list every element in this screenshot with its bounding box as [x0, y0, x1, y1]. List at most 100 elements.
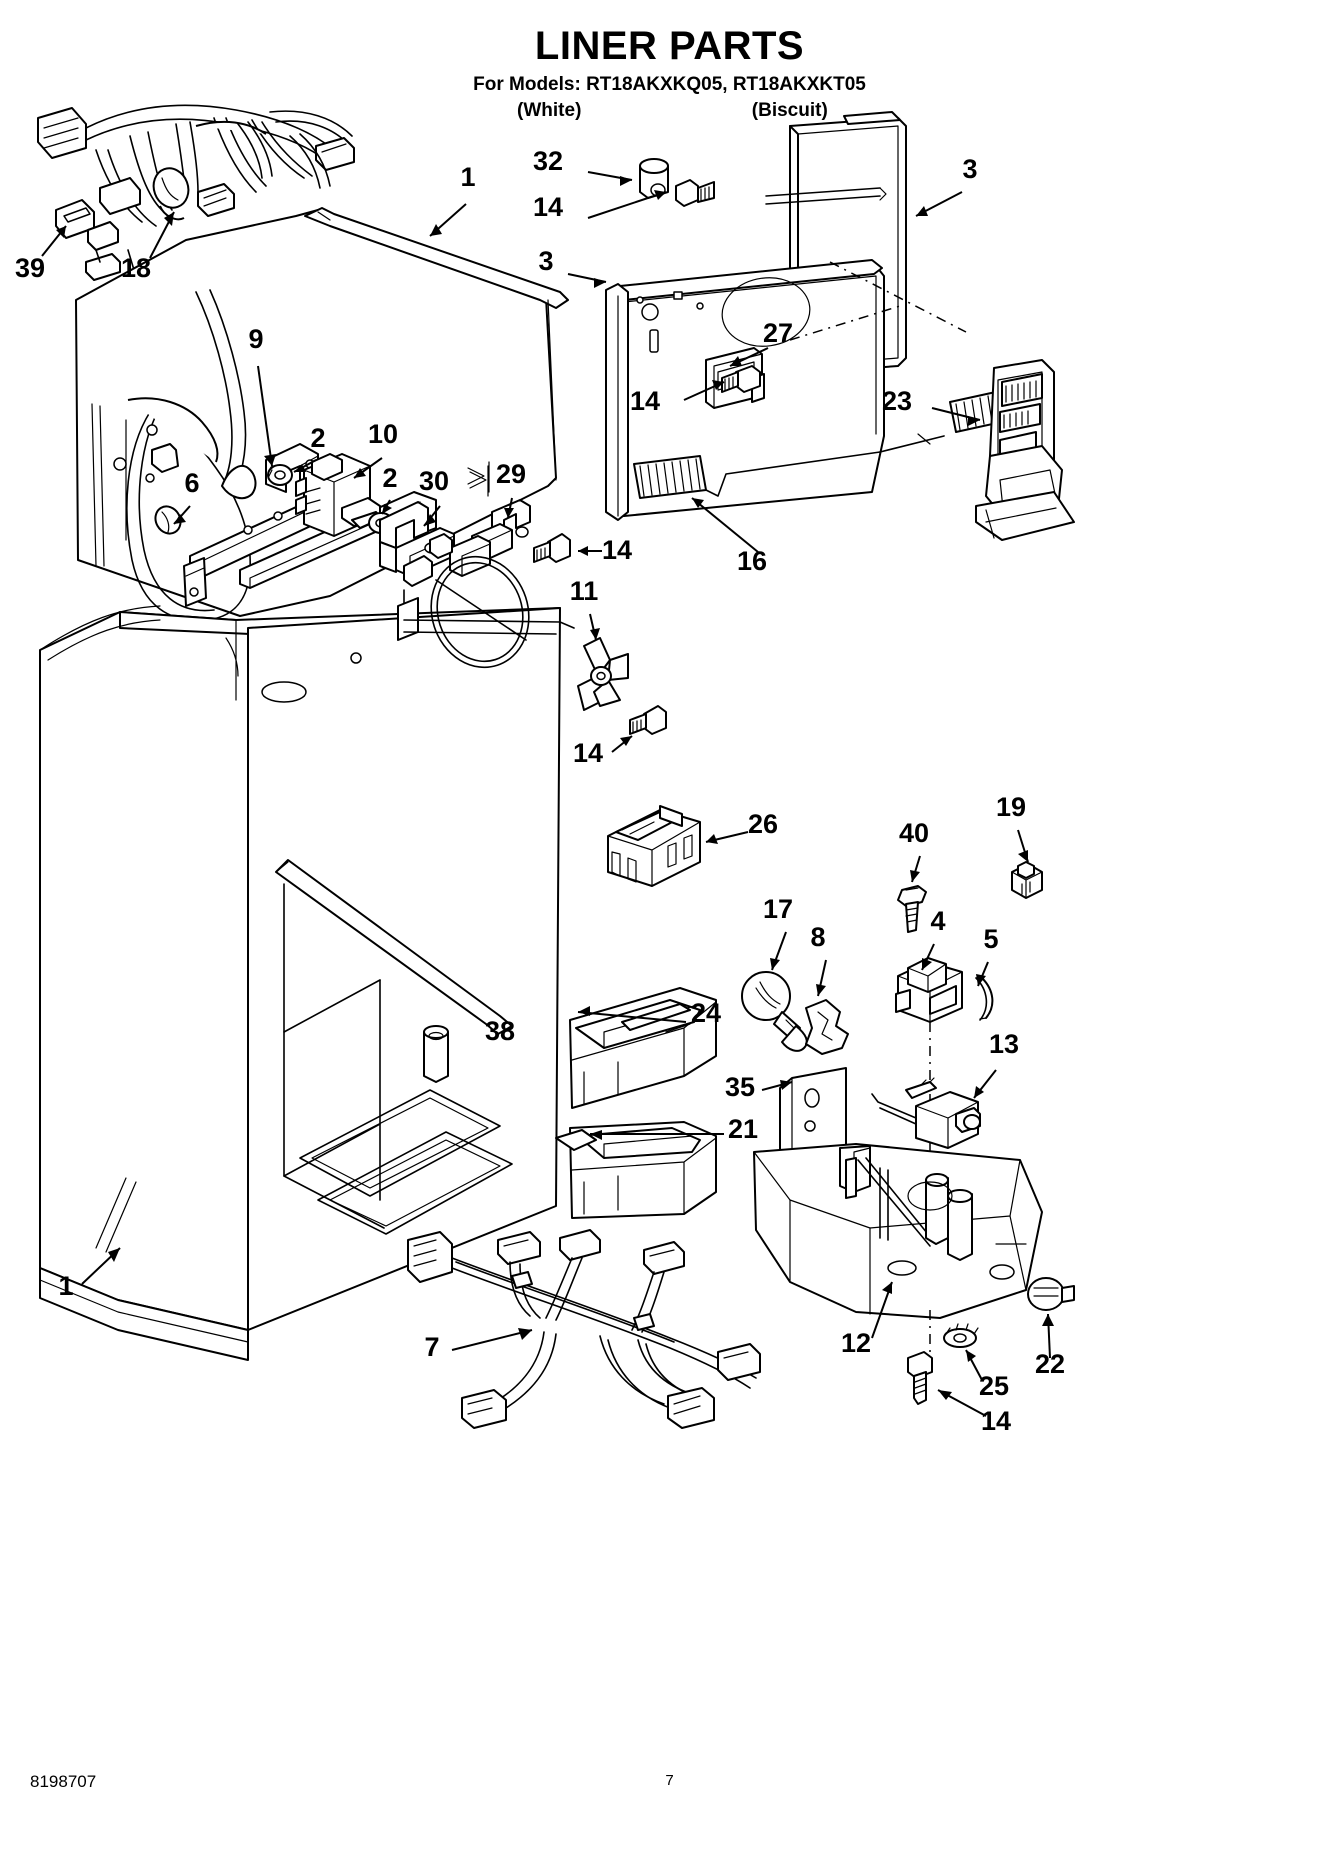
- callout-3-right: 3: [962, 154, 977, 184]
- part-door-liner-gasket-left: [605, 283, 629, 521]
- callout-6: 6: [184, 468, 199, 498]
- part-screw-14c: [533, 533, 571, 563]
- callout-7: 7: [424, 1332, 439, 1362]
- callout-leader-14d: [611, 735, 633, 753]
- callout-leader-39: [41, 225, 67, 257]
- callout-leader-11: [589, 613, 600, 641]
- part-screw-14d: [629, 705, 667, 735]
- callout-leader-2b: [381, 499, 392, 515]
- callout-16: 16: [737, 546, 767, 576]
- callout-leader-35: [761, 1080, 793, 1091]
- callout-leader-12: [871, 1281, 893, 1339]
- callout-leader-3-right: [915, 191, 963, 217]
- callout-5: 5: [983, 924, 998, 954]
- callout-leader-40: [910, 855, 921, 883]
- callout-14-a: 14: [533, 192, 563, 222]
- callout-leader-14e: [937, 1389, 987, 1417]
- part-fan-blade: [577, 637, 629, 711]
- callout-1-bottom: 1: [58, 1271, 73, 1301]
- callout-1-top: 1: [460, 162, 475, 192]
- callout-38: 38: [485, 1016, 515, 1046]
- callout-leader-14b: [683, 380, 725, 401]
- callout-25: 25: [979, 1371, 1009, 1401]
- callout-10: 10: [368, 419, 398, 449]
- part-clip-19: [1011, 861, 1043, 899]
- part-shelf-support-upper: [569, 987, 717, 1109]
- callout-leader-30: [423, 505, 441, 527]
- part-terminal-block: [607, 805, 701, 887]
- callout-14-d: 14: [573, 738, 603, 768]
- callout-leader-6: [173, 505, 191, 525]
- callout-9: 9: [248, 324, 263, 354]
- callout-11: 11: [570, 576, 599, 606]
- callout-18: 18: [121, 253, 151, 283]
- callout-leader-2a: [293, 459, 317, 473]
- arrow-marker-29a: [469, 471, 487, 489]
- part-hex-head-screw: [897, 885, 927, 933]
- part-spacer-bushing: [423, 1025, 449, 1083]
- callout-22: 22: [1035, 1349, 1065, 1379]
- callout-leader-24: [577, 1006, 687, 1023]
- callout-8: 8: [810, 922, 825, 952]
- callout-23: 23: [882, 386, 912, 416]
- callout-3-left: 3: [538, 246, 553, 276]
- callout-13: 13: [989, 1029, 1019, 1059]
- callout-leader-9: [257, 365, 276, 467]
- callout-19: 19: [996, 792, 1026, 822]
- callout-leader-1-top: [429, 203, 467, 237]
- callout-12: 12: [841, 1328, 871, 1358]
- callout-leader-17: [770, 931, 787, 971]
- part-retainer-washer: [943, 1323, 979, 1348]
- callout-leader-18: [149, 211, 175, 259]
- footer-part-number: 8198707: [30, 1772, 97, 1791]
- callout-leader-21: [590, 1130, 724, 1140]
- callout-leader-14c: [578, 546, 602, 556]
- part-screw-14e: [907, 1351, 933, 1405]
- part-light-bulb: [741, 971, 808, 1052]
- color-white-label: (White): [517, 100, 582, 121]
- callout-4: 4: [930, 906, 945, 936]
- callout-leader-14a: [587, 190, 667, 219]
- callout-14-e: 14: [981, 1406, 1011, 1436]
- callout-27: 27: [763, 318, 793, 348]
- callout-leader-5: [976, 961, 989, 987]
- part-roller-spacer: [639, 158, 669, 199]
- part-wire-harness-upper: [37, 104, 355, 299]
- callout-39: 39: [15, 253, 45, 283]
- callout-2-a: 2: [310, 423, 325, 453]
- callout-leader-22: [1042, 1313, 1054, 1359]
- callout-leader-8: [816, 959, 827, 997]
- callout-leader-1-bottom: [81, 1247, 121, 1285]
- footer-page-number: 7: [665, 1772, 674, 1789]
- part-screw-14b: [721, 365, 761, 393]
- part-shelf-support-lower: [555, 1121, 717, 1219]
- callout-leader-23: [931, 407, 981, 426]
- callout-leader-10: [353, 457, 383, 479]
- callout-21: 21: [728, 1114, 758, 1144]
- part-screw-14a: [675, 179, 715, 207]
- callout-24: 24: [691, 998, 721, 1028]
- part-damper-control: [295, 453, 383, 537]
- color-variants-row: (White) (Biscuit): [0, 100, 1339, 122]
- assembly-dash-shield: [789, 305, 901, 341]
- vent-grille-lower: [633, 455, 707, 499]
- callout-leader-4: [921, 943, 935, 971]
- part-freezer-door-liner: [613, 259, 1021, 517]
- part-light-socket-clip: [805, 999, 849, 1055]
- part-thermostat-housing: [895, 957, 963, 1023]
- callout-labels: 39 18 1 32 14 3 3 27 14 23 16 9 6 2 10 2…: [15, 146, 1065, 1436]
- callout-2-b: 2: [382, 463, 397, 493]
- callout-35: 35: [725, 1072, 755, 1102]
- part-control-module: [975, 359, 1075, 541]
- callout-leader-25: [965, 1349, 983, 1381]
- callout-leader-16: [691, 497, 759, 553]
- callout-leader-29: [504, 497, 514, 519]
- part-knob: [1027, 1277, 1075, 1311]
- callout-30: 30: [419, 466, 449, 496]
- color-biscuit-label: (Biscuit): [751, 100, 828, 121]
- callout-leader-3-left: [567, 273, 607, 288]
- callout-leader-26: [705, 831, 749, 844]
- callout-32: 32: [533, 146, 563, 176]
